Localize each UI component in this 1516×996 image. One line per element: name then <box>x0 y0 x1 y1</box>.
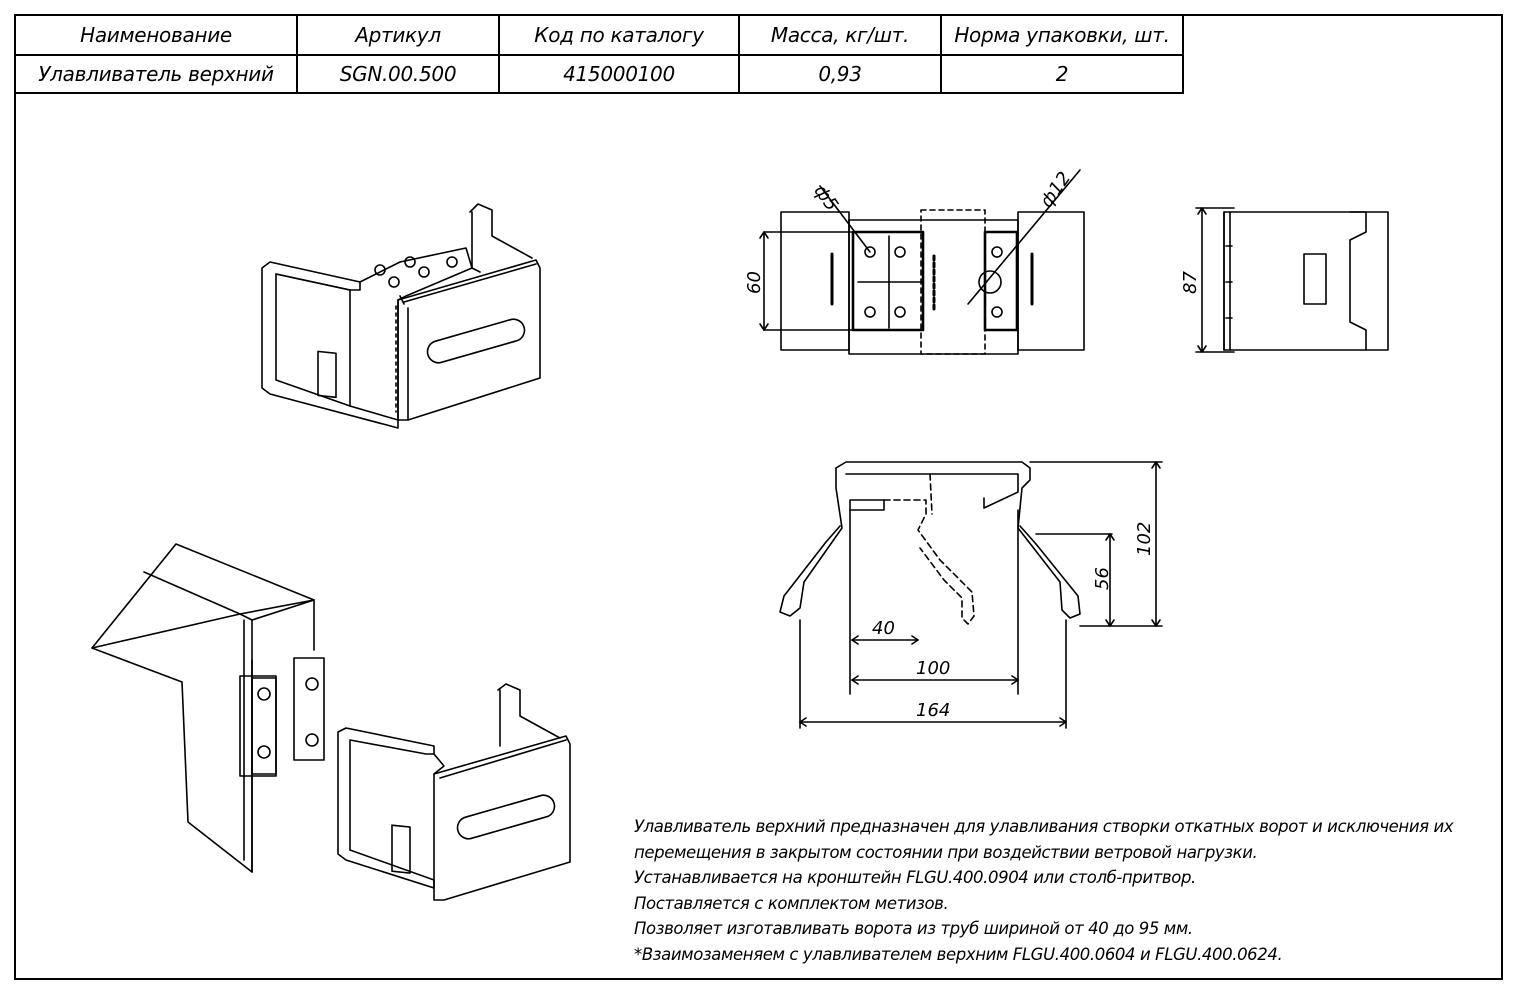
top-view <box>759 169 1085 355</box>
product-description: Улавливатель верхний предназначен для ул… <box>634 814 1500 967</box>
description-line: Позволяет изготавливать ворота из труб ш… <box>634 919 1193 938</box>
cell-name: Улавливатель верхний <box>14 54 298 94</box>
header-mass: Масса, кг/шт. <box>738 14 942 56</box>
dim-outer-width: 164 <box>916 700 950 721</box>
front-view <box>779 461 1163 729</box>
description-line: перемещения в закрытом состоянии при воз… <box>634 842 1258 862</box>
header-pack-norm: Норма упаковки, шт. <box>940 14 1184 56</box>
header-name: Наименование <box>14 14 298 56</box>
side-view <box>1195 207 1389 353</box>
cell-pack-norm: 2 <box>940 54 1184 94</box>
spec-table-row: Улавливатель верхний SGN.00.500 41500010… <box>14 54 1184 94</box>
dim-hole-large: ф12 <box>1036 168 1075 211</box>
dim-inner-width: 100 <box>916 658 950 679</box>
header-catalog-code: Код по каталогу <box>498 14 740 56</box>
description-line: Улавливатель верхний предназначен для ул… <box>634 817 1454 836</box>
dim-mid-height: 56 <box>1092 567 1113 590</box>
cell-catalog-code: 415000100 <box>498 54 740 94</box>
dim-side-height: 87 <box>1180 271 1201 294</box>
spec-table: Наименование Артикул Код по каталогу Мас… <box>14 14 1184 94</box>
isometric-catcher-view <box>261 203 541 429</box>
spec-table-header-row: Наименование Артикул Код по каталогу Мас… <box>14 14 1184 56</box>
dim-top-height: 60 <box>744 271 765 294</box>
description-line: Устанавливается на кронштейн FLGU.400.09… <box>634 868 1196 887</box>
dim-inner-offset: 40 <box>872 618 895 639</box>
isometric-mounted-view <box>91 543 571 901</box>
dim-total-height: 102 <box>1134 522 1155 556</box>
header-article: Артикул <box>296 14 500 56</box>
description-line: *Взаимозаменяем с улавливателем верхним … <box>634 944 1283 964</box>
cell-article: SGN.00.500 <box>296 54 500 94</box>
description-line: Поставляется с комплектом метизов. <box>634 893 949 913</box>
cell-mass: 0,93 <box>738 54 942 94</box>
